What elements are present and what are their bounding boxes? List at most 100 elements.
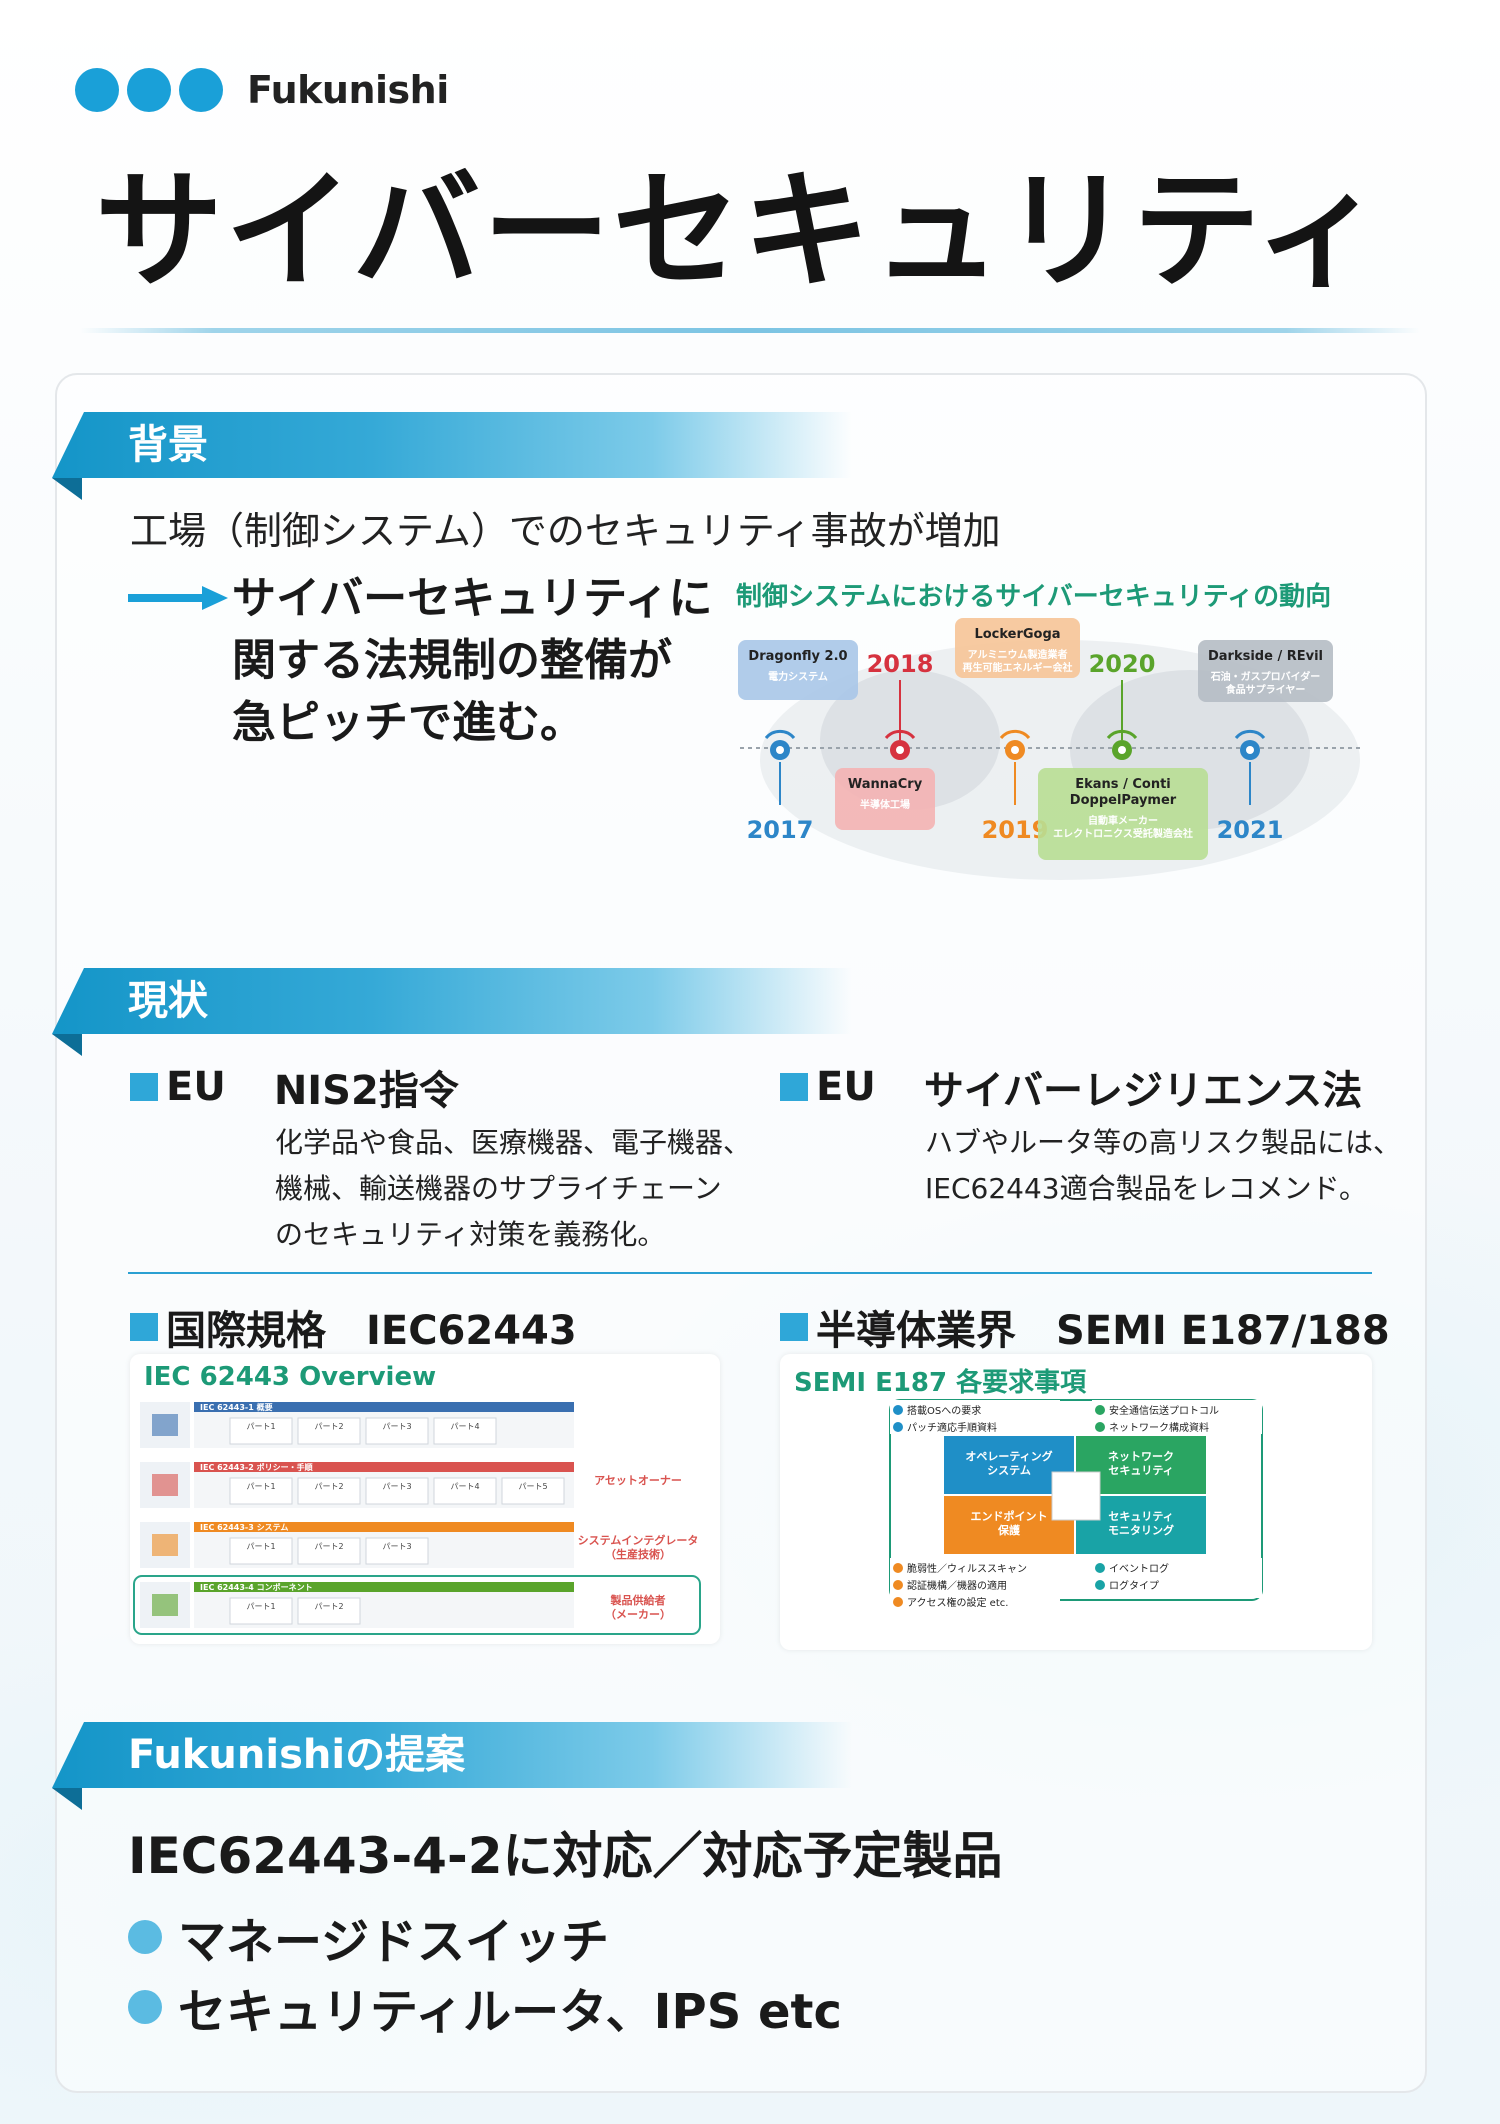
semi-bullet-icon — [1095, 1405, 1105, 1415]
semi-list-bg — [890, 1400, 1060, 1434]
timeline-title: 制御システムにおけるサイバーセキュリティの動向 — [736, 582, 1332, 612]
iec-part-label: パート5 — [518, 1482, 547, 1491]
cra-description: ハブやルータ等の高リスク製品には、 IEC62443適合製品をレコメンド。 — [925, 1126, 1402, 1205]
arrow-right-icon — [128, 586, 228, 610]
iec-row-title: IEC 62443-2 ポリシー・手順 — [200, 1462, 314, 1472]
brand-name: Fukunishi — [247, 68, 449, 112]
semi-heading: 半導体業界 SEMI E187/188 — [780, 1298, 1390, 1356]
section-banner-current — [52, 968, 852, 1034]
iec-part-box — [365, 1417, 429, 1445]
semi-bullet-icon — [1095, 1422, 1105, 1432]
timeline-marker-core — [1246, 746, 1254, 754]
iec-part-label: パート1 — [246, 1602, 275, 1611]
iec-part-box — [365, 1537, 429, 1565]
timeline-event-title: Ekans / Conti — [1075, 777, 1171, 792]
semi-quadrant-label: 保護 — [997, 1523, 1021, 1537]
iec-part-box — [229, 1537, 293, 1565]
iec-part-box — [433, 1477, 497, 1505]
iec-part-box — [297, 1417, 361, 1445]
iec-row-header — [194, 1462, 574, 1472]
semi-figure-title: SEMI E187 各要求事項 — [794, 1368, 1087, 1398]
timeline-event-box — [1198, 640, 1333, 702]
timeline-event-box — [738, 640, 858, 700]
background-intro: 工場（制御システム）でのセキュリティ事故が増加 — [130, 509, 1001, 553]
iec-part-label: パート1 — [246, 1422, 275, 1431]
semi-quadrant-label: ネットワーク — [1108, 1450, 1174, 1463]
timeline-year: 2020 — [1089, 650, 1156, 678]
proposal-item: セキュリティルータ、IPS etc — [128, 1972, 842, 2042]
iec-role: システムインテグレータ — [578, 1533, 699, 1547]
square-bullet-icon — [780, 1313, 808, 1341]
semi-diagram: オペレーティングシステムネットワークセキュリティエンドポイント保護セキュリティモ… — [889, 1399, 1263, 1612]
semi-item: イベントログ — [1109, 1562, 1169, 1575]
iec-part-box — [229, 1417, 293, 1445]
timeline-marker-core — [896, 746, 904, 754]
iec-role: アセットオーナー — [594, 1474, 682, 1487]
timeline-year: 2018 — [867, 650, 934, 678]
iec-part-label: パート4 — [450, 1482, 479, 1491]
iec-row-title: IEC 62443-3 システム — [200, 1523, 288, 1532]
page-title: サイバーセキュリティ — [95, 157, 1385, 306]
building-icon — [152, 1474, 178, 1496]
building-icon — [152, 1534, 178, 1556]
iec-part-box — [433, 1417, 497, 1445]
timeline-year: 2021 — [1217, 816, 1284, 844]
timeline-event-box — [1038, 768, 1208, 860]
semi-item: 搭載OSへの要求 — [907, 1404, 981, 1417]
timeline-year: 2017 — [747, 816, 814, 844]
iec-part-label: パート3 — [382, 1422, 411, 1431]
semi-item: ログタイプ — [1109, 1579, 1159, 1592]
semi-item: 認証機構／機器の適用 — [907, 1579, 1007, 1592]
iec-part-box — [229, 1597, 293, 1625]
semi-frame — [889, 1399, 1263, 1601]
iec-part-label: パート3 — [382, 1542, 411, 1551]
proposal-headline: IEC62443-4-2に対応／対応予定製品 — [128, 1827, 1003, 1885]
timeline-marker-core — [1011, 746, 1019, 754]
semi-bullet-icon — [1095, 1563, 1105, 1573]
iec-part-box — [297, 1537, 361, 1565]
timeline-event-desc: 食品サプライヤー — [1225, 683, 1306, 696]
signal-icon — [1234, 729, 1266, 740]
semi-quadrant-label: セキュリティ — [1108, 1464, 1173, 1477]
timeline-event-desc: 自動車メーカー — [1088, 814, 1158, 827]
section-label-current: 現状 — [128, 978, 208, 1024]
brand-logo: Fukunishi — [75, 68, 449, 112]
iec-role: （メーカー） — [605, 1608, 671, 1621]
section-banner-proposal — [52, 1722, 852, 1788]
semi-item: アクセス権の設定 etc. — [907, 1596, 1008, 1609]
semi-bullet-icon — [893, 1405, 903, 1415]
iec-part-box — [297, 1477, 361, 1505]
semi-bullet-icon — [893, 1563, 903, 1573]
iec-heading: 国際規格 IEC62443 — [130, 1298, 577, 1356]
semi-quadrant-label: モニタリング — [1108, 1523, 1174, 1537]
iec-row-header — [194, 1402, 574, 1412]
section-label-proposal: Fukunishiの提案 — [128, 1732, 466, 1778]
semi-quadrant-label: オペレーティング — [965, 1449, 1052, 1463]
timeline-event-desc: 半導体工場 — [860, 798, 910, 811]
nis2-description: 化学品や食品、医療機器、電子機器、 機械、輸送機器のサプライチェーン のセキュリ… — [275, 1126, 752, 1251]
semi-list-bg — [1092, 1400, 1262, 1434]
timeline-event-desc: 石油・ガスプロバイダー — [1210, 670, 1321, 683]
logo-dots-icon — [75, 68, 223, 112]
section-label-background: 背景 — [128, 422, 208, 468]
timeline-event-title: WannaCry — [848, 777, 923, 792]
iec-part-box — [229, 1477, 293, 1505]
iec-role: 製品供給者 — [610, 1593, 666, 1607]
iec-figure-title: IEC 62443 Overview — [144, 1362, 437, 1392]
signal-icon — [764, 729, 796, 740]
semi-list-bg — [890, 1558, 1060, 1612]
timeline-event-desc: エレクトロニクス受託製造会社 — [1053, 827, 1193, 840]
timeline-marker-core — [1118, 746, 1126, 754]
building-icon — [152, 1594, 178, 1616]
timeline-event-desc: 再生可能エネルギー会社 — [963, 661, 1073, 674]
proposal-item: マネージドスイッチ — [128, 1902, 609, 1972]
iec-row-header — [194, 1522, 574, 1532]
iec-highlight-frame — [133, 1575, 701, 1635]
iec-part-label: パート2 — [314, 1602, 343, 1611]
iec-part-label: パート3 — [382, 1482, 411, 1491]
background-highlight: サイバーセキュリティに 関する法規制の整備が 急ピッチで進む。 — [232, 573, 713, 748]
section-banner-background — [52, 412, 852, 478]
building-icon — [152, 1414, 178, 1436]
